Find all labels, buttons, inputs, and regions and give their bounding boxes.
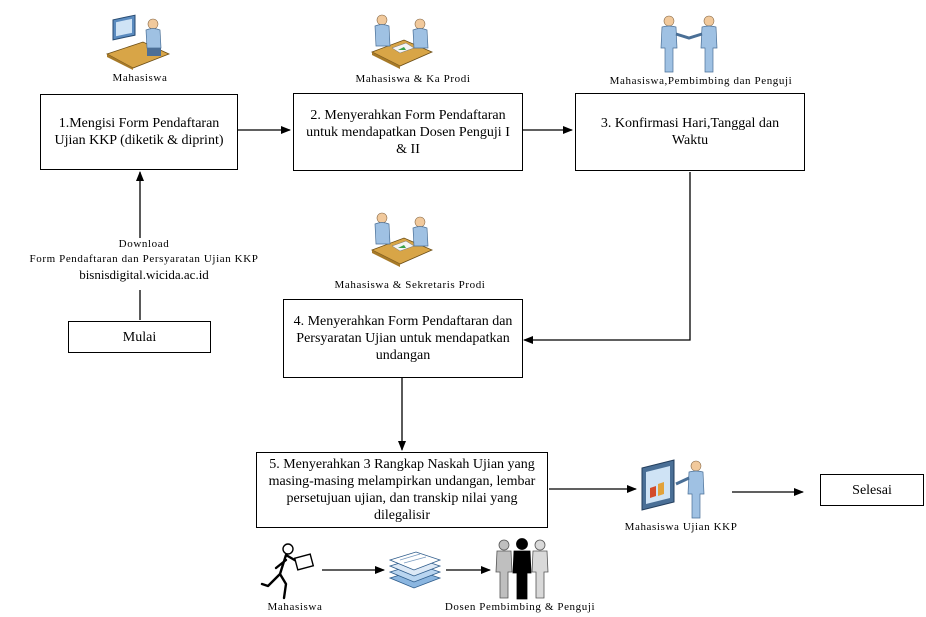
step-4-box: 4. Menyerahkan Form Pendaftaran dan Pers… [283,299,523,378]
actor-label-2: Mahasiswa & Ka Prodi [355,73,471,85]
people-group-icon [495,538,549,600]
step-2-box: 2. Menyerahkan Form Pendaftaran untuk me… [293,93,523,171]
presentation-icon [641,459,705,519]
documents-icon [388,551,442,589]
step-3-text: 3. Konfirmasi Hari,Tanggal dan Waktu [600,116,780,148]
step-1-box: 1.Mengisi Form Pendaftaran Ujian KKP (di… [40,94,238,170]
arrow-3-to-4 [523,172,691,344]
actor-label-5: Mahasiswa Ujian KKP [624,521,738,533]
actor-label-4: Mahasiswa & Sekretaris Prodi [334,279,486,291]
actor-label-7: Dosen Pembimbing & Penguji [444,601,596,613]
handshake-icon [660,15,718,73]
actor-label-3: Mahasiswa,Pembimbing dan Penguji [609,75,793,87]
step-3-box: 3. Konfirmasi Hari,Tanggal dan Waktu [575,93,805,171]
download-form-label: Form Pendaftaran dan Persyaratan Ujian K… [29,253,259,265]
step-2-text: 2. Menyerahkan Form Pendaftaran untuk me… [306,107,510,157]
courier-icon [260,543,315,600]
start-text: Mulai [122,329,157,345]
step-5-box: 5. Menyerahkan 3 Rangkap Naskah Ujian ya… [256,452,548,528]
person-computer-icon [105,14,171,70]
actor-label-6: Mahasiswa [267,601,323,613]
meeting-icon [371,14,434,69]
download-label: Download [118,238,170,250]
step-4-text: 4. Menyerahkan Form Pendaftaran dan Pers… [293,314,513,363]
download-url: bisnisdigital.wicida.ac.id [79,267,209,282]
meeting-icon [371,212,434,267]
step-1-text: 1.Mengisi Form Pendaftaran Ujian KKP (di… [54,116,224,148]
start-box: Mulai [68,321,211,353]
actor-label-1: Mahasiswa [112,72,168,84]
step-5-text: 5. Menyerahkan 3 Rangkap Naskah Ujian ya… [268,457,536,523]
end-text: Selesai [852,482,892,498]
end-box: Selesai [820,474,924,506]
